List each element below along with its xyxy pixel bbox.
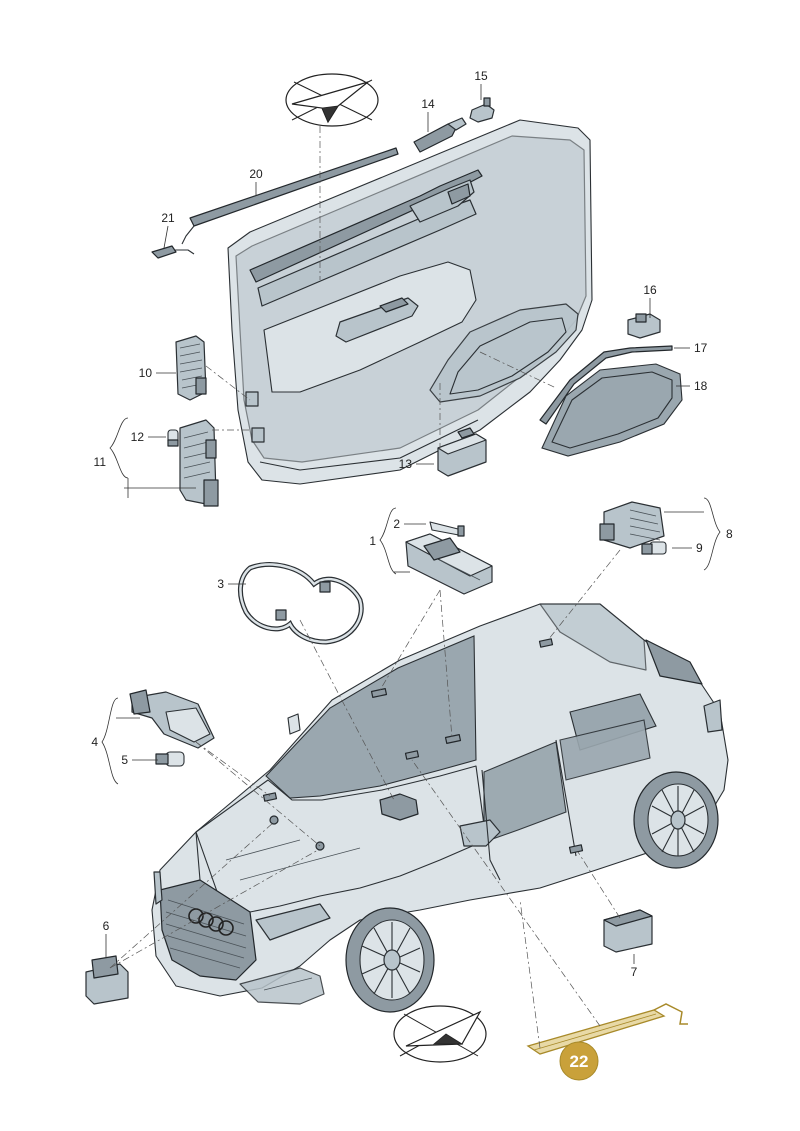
leader-lines: [101, 84, 721, 964]
direction-arrow-icon: [285, 73, 379, 127]
audi-rings-icon: [188, 908, 234, 936]
callout-13: 13: [399, 457, 413, 471]
rear-wheel: [633, 771, 719, 869]
callout-15: 15: [474, 69, 488, 83]
part-20-light-guide: [181, 147, 399, 245]
callout-20: 20: [249, 167, 263, 181]
callout-5: 5: [121, 753, 128, 767]
part-9-bulb: [641, 541, 667, 555]
callout-16: 16: [643, 283, 657, 297]
part-6-switch: [85, 955, 129, 1005]
callout-14: 14: [421, 97, 435, 111]
callout-22: 22: [570, 1052, 589, 1071]
callout-1: 1: [369, 534, 376, 548]
part-2-bulb: [429, 521, 465, 537]
vehicle-body: [151, 603, 729, 1013]
part-4-footwell-lamp: [129, 689, 215, 749]
callout-labels: 15 14 20 21 16 17 18 10 12 11 13 2 1 3 8…: [91, 69, 733, 979]
callout-11: 11: [94, 455, 107, 469]
door-trim-panel: [227, 119, 593, 485]
part-21-connector-plug: [151, 245, 195, 259]
part-17-light-guide: [539, 345, 673, 425]
assembly-guide-lines: [109, 126, 621, 1049]
callout-17: 17: [694, 341, 708, 355]
part-3-seal-ring: [238, 562, 364, 645]
callout-4: 4: [91, 735, 98, 749]
callout-8: 8: [726, 527, 733, 541]
callout-18: 18: [694, 379, 708, 393]
callout-10: 10: [139, 366, 153, 380]
callout-2: 2: [393, 517, 400, 531]
callout-9: 9: [696, 541, 703, 555]
callout-12: 12: [131, 430, 145, 444]
part-22-illuminated-sill-strip: [526, 1003, 688, 1055]
callout-21: 21: [161, 211, 175, 225]
callout-3: 3: [217, 577, 224, 591]
part-14-ambient-strip: [413, 117, 467, 153]
part-10-grille-lamp: [175, 335, 207, 401]
part-18-speaker-cover: [541, 363, 683, 457]
part-16-connector: [627, 313, 661, 339]
part-1-interior-lamp: [405, 533, 493, 595]
callout-7: 7: [631, 965, 638, 979]
front-wheel: [345, 907, 435, 1013]
part-5-bulb: [155, 751, 185, 767]
callout-6: 6: [103, 919, 110, 933]
callout-22-badge[interactable]: 22: [559, 1041, 599, 1081]
part-8-rear-lamp: [599, 501, 665, 549]
part-7-entry-lamp: [603, 909, 653, 953]
direction-arrow-icon: [393, 1005, 487, 1063]
part-12-bulb: [167, 429, 179, 447]
part-13-control-module: [437, 427, 487, 477]
part-15-connector: [469, 97, 495, 123]
part-11-door-lamp: [179, 419, 219, 507]
